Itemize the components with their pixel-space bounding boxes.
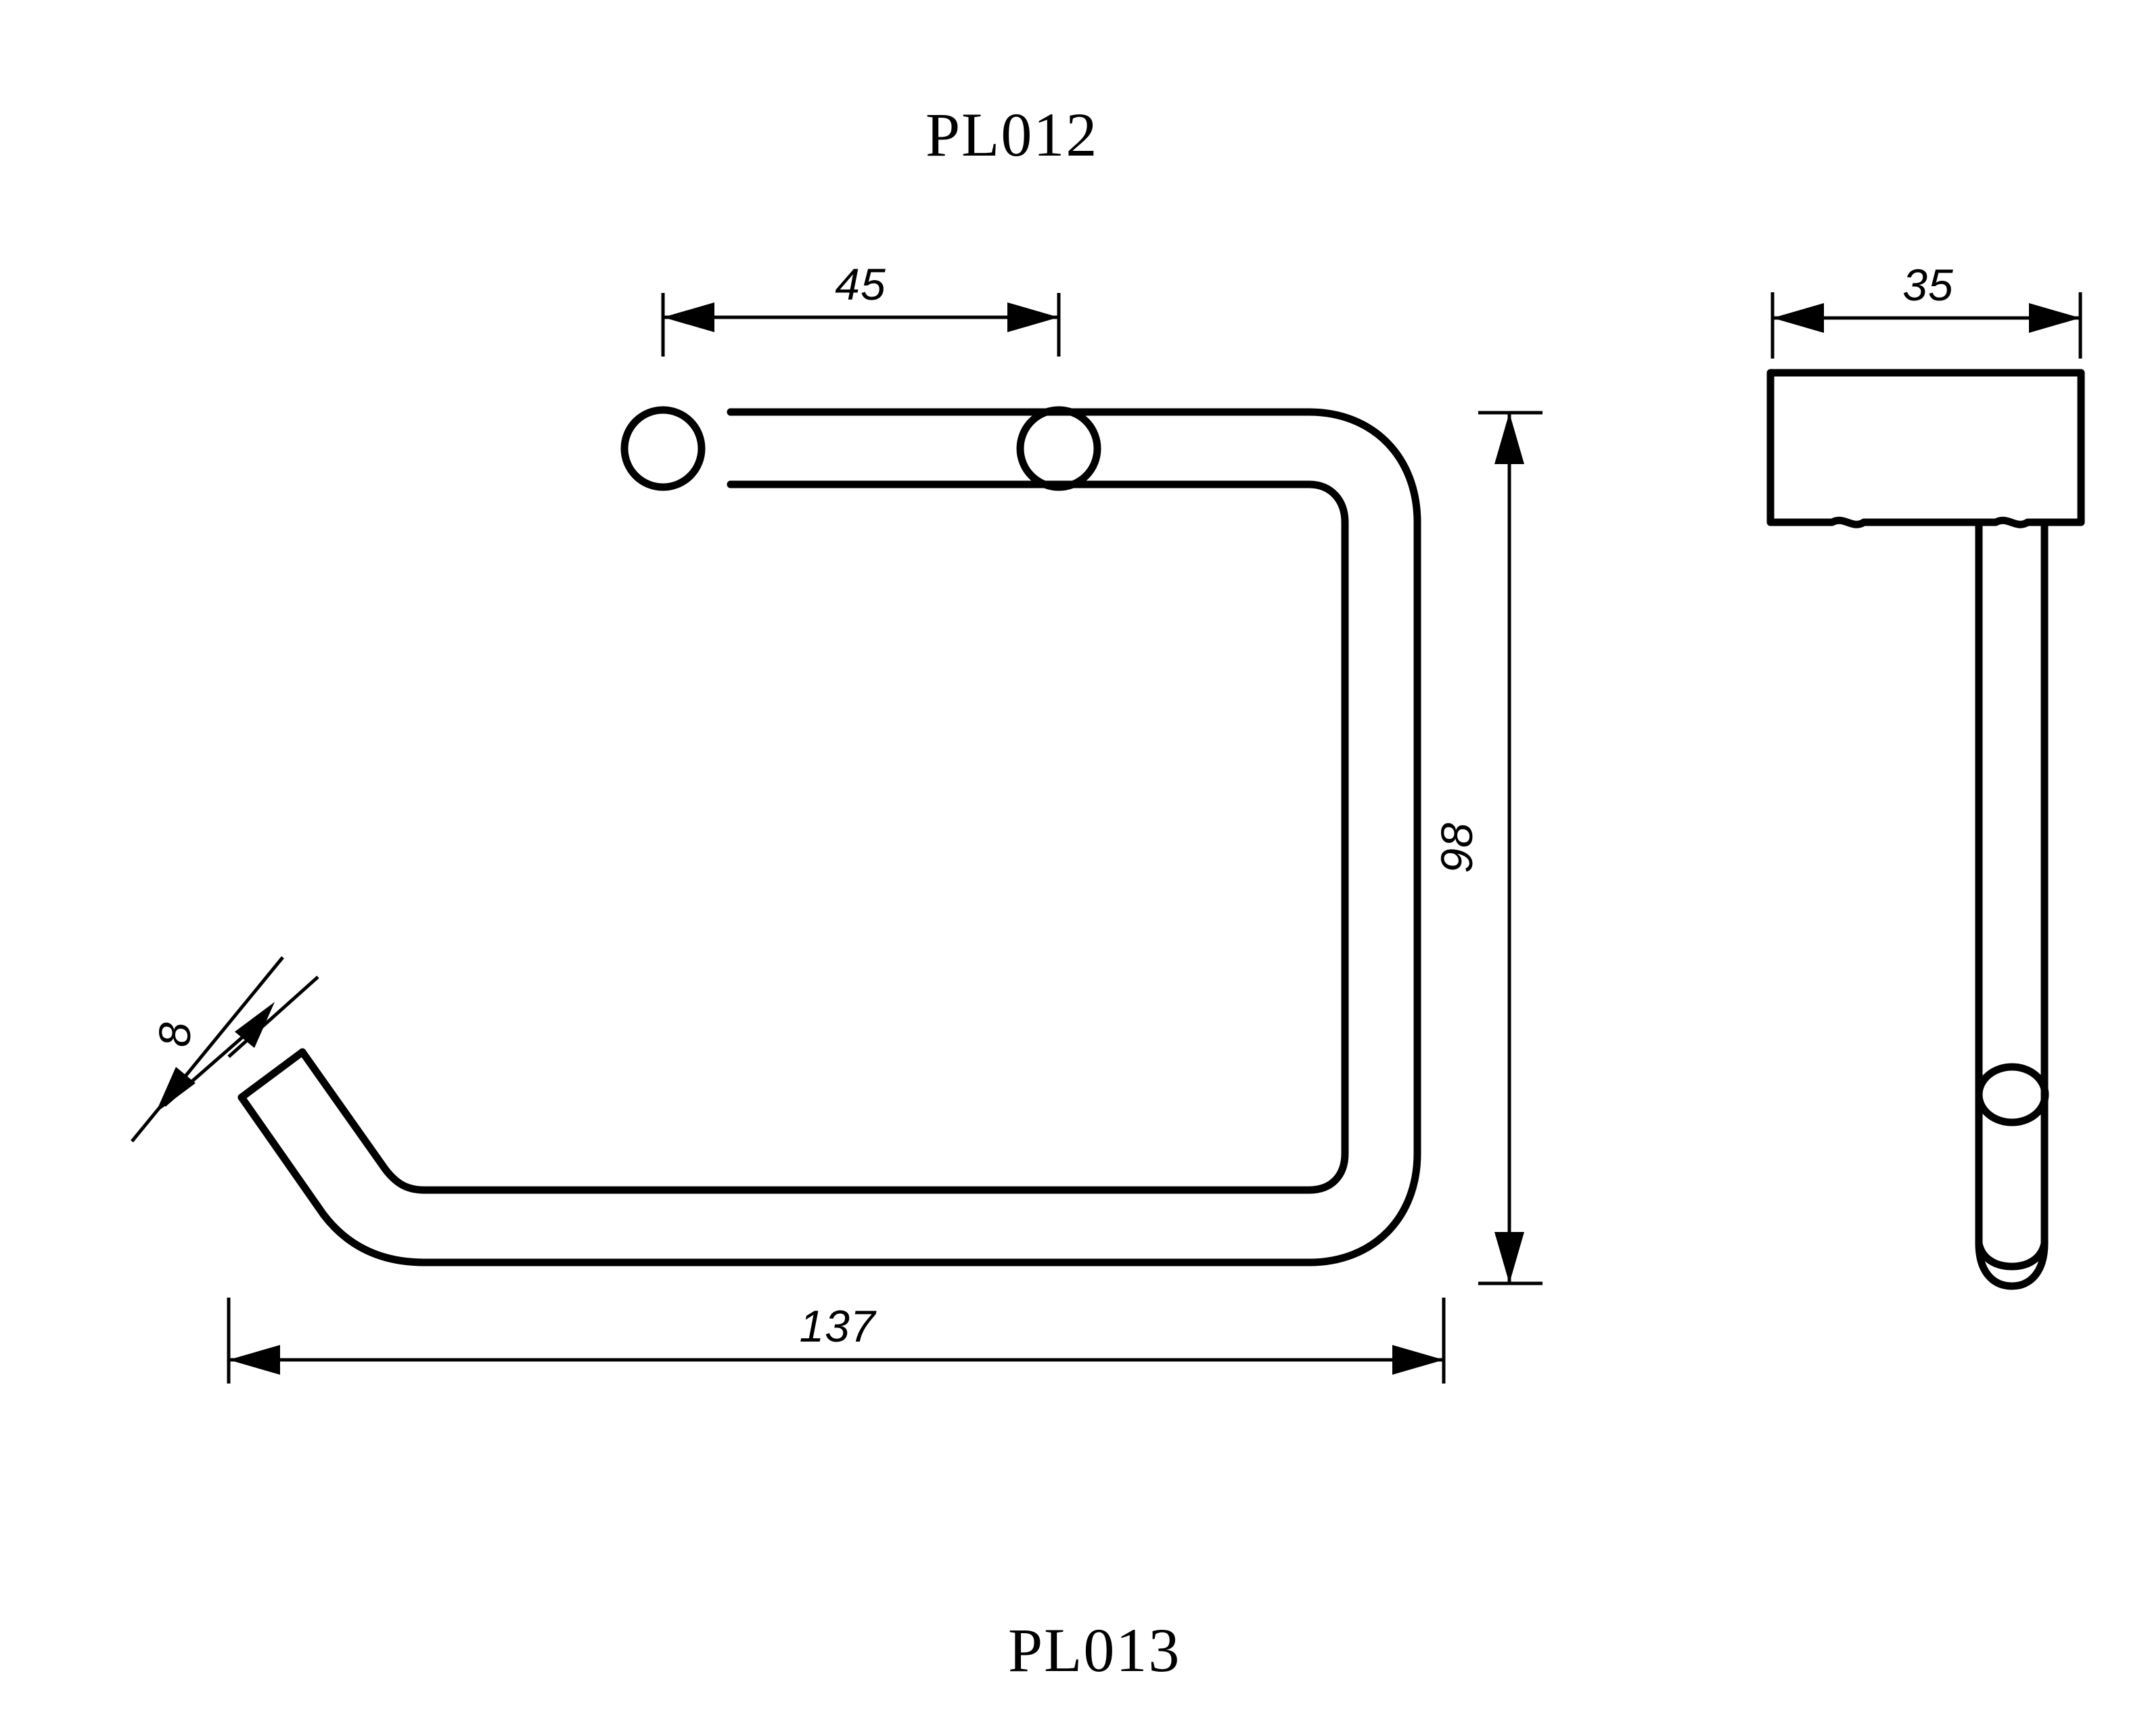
rod-cap-arc	[1975, 1239, 2049, 1271]
dim-45-text: 45	[835, 259, 886, 309]
dim-137-arrow-left	[229, 1345, 280, 1375]
dim-8-line	[131, 956, 284, 1143]
dim-8-text: 8	[150, 1022, 200, 1047]
dim-98-text: 98	[1432, 822, 1482, 873]
dim-45-arrow-left	[663, 302, 714, 332]
side-view-geometry	[1766, 369, 2085, 1290]
dimension-35-group: 35	[1770, 260, 2082, 359]
rod-bottom-cap	[1975, 1239, 2049, 1290]
front-view-geometry	[237, 406, 1421, 1266]
hook-inner-profile	[298, 480, 1349, 1194]
dim-45-arrow-right	[1007, 302, 1059, 332]
rod-bore-ellipse	[1975, 1063, 2049, 1126]
dim-35-text: 35	[1902, 260, 1953, 310]
dim-98-arrow-bottom	[1494, 1232, 1524, 1283]
dim-35-arrow-right	[2029, 303, 2080, 333]
dim-98-arrow-top	[1494, 413, 1524, 464]
dim-137-arrow-right	[1392, 1345, 1444, 1375]
dimension-98-group: 98	[1432, 411, 1543, 1285]
hook-outer-profile	[237, 408, 1421, 1266]
wall-plate-outline	[1766, 369, 2085, 528]
title-top-pl012: PL012	[926, 100, 1098, 169]
dim-8-ext-upper	[227, 976, 319, 1058]
dimension-45-group: 45	[661, 259, 1061, 357]
dimension-8-group: 8	[131, 956, 319, 1143]
title-bottom-pl013: PL013	[1008, 1616, 1181, 1685]
dim-8-arrow-lower	[156, 1067, 196, 1113]
dim-35-arrow-left	[1773, 303, 1824, 333]
dim-137-text: 137	[799, 1301, 876, 1351]
dimension-137-group: 137	[227, 1298, 1446, 1384]
dim-8-arrow-upper	[235, 1002, 275, 1048]
mounting-disc-right	[1016, 406, 1101, 491]
hook-end-cut-face	[237, 1048, 306, 1101]
mounting-disc-left	[620, 406, 706, 491]
